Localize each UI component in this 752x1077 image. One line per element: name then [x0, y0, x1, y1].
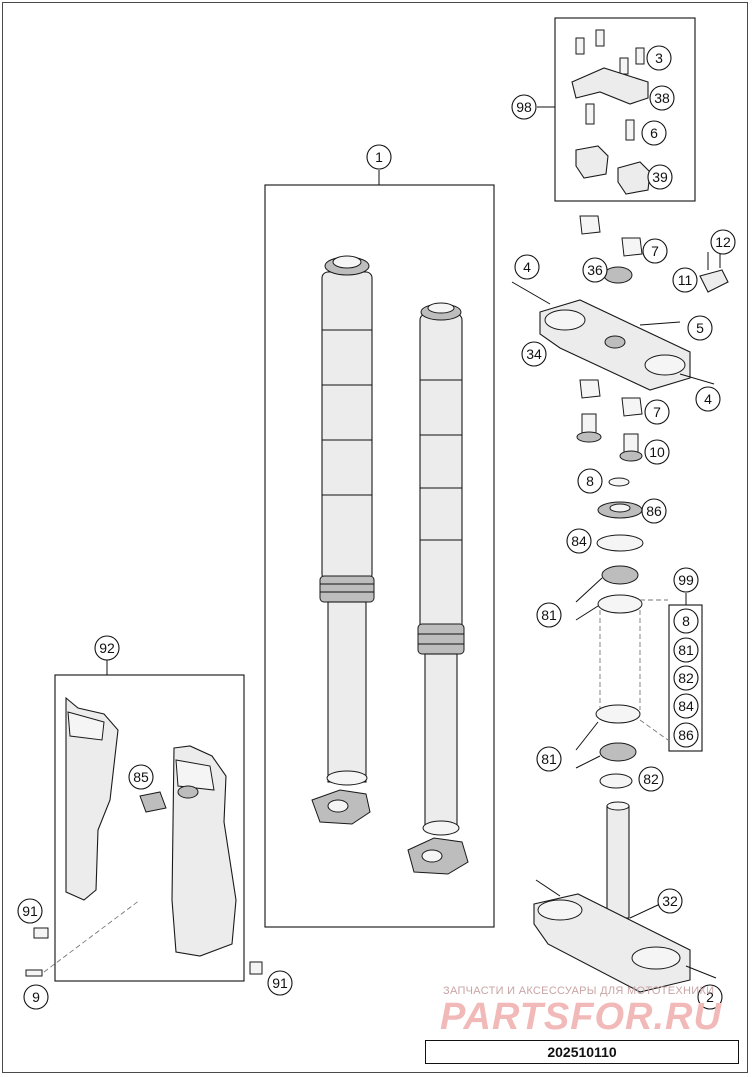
callout-9: 9 [23, 984, 49, 1010]
callout-91b: 91 [267, 970, 293, 996]
callout-86a: 86 [641, 498, 667, 524]
callout-2: 2 [697, 984, 723, 1010]
handlebar-clamp-parts[interactable] [571, 29, 651, 195]
svg-text:4: 4 [523, 259, 531, 275]
svg-text:4: 4 [704, 391, 712, 407]
callout-91a: 91 [17, 898, 43, 924]
svg-text:82: 82 [643, 771, 659, 787]
callout-84b: 84 [673, 693, 699, 719]
guard-clip[interactable] [139, 791, 167, 813]
svg-text:84: 84 [571, 533, 587, 549]
svg-text:34: 34 [526, 346, 542, 362]
svg-text:2: 2 [706, 989, 714, 1005]
svg-text:6: 6 [650, 125, 658, 141]
callout-82b: 82 [673, 665, 699, 691]
svg-text:91: 91 [272, 975, 288, 991]
callout-81b: 81 [536, 746, 562, 772]
callout-92: 92 [94, 635, 120, 661]
svg-text:10: 10 [649, 444, 665, 460]
callout-39: 39 [647, 164, 673, 190]
callout-8b: 8 [673, 608, 699, 634]
svg-text:7: 7 [653, 404, 661, 420]
lower-triple-clamp[interactable] [533, 801, 717, 993]
svg-text:7: 7 [651, 243, 659, 259]
svg-text:8: 8 [586, 473, 594, 489]
callout-5: 5 [687, 315, 713, 341]
svg-text:85: 85 [133, 769, 149, 785]
drawing-number: 202510110 [425, 1040, 739, 1064]
callout-81a: 81 [536, 602, 562, 628]
svg-text:81: 81 [678, 642, 694, 658]
clamp-kit-box [554, 17, 696, 202]
guard-screws[interactable] [25, 927, 263, 977]
callout-38: 38 [649, 85, 675, 111]
callout-8a: 8 [577, 468, 603, 494]
svg-text:5: 5 [696, 320, 704, 336]
callout-4a: 4 [514, 254, 540, 280]
right-fork-guard[interactable] [171, 745, 237, 957]
callout-84a: 84 [566, 528, 592, 554]
watermark-tagline: ЗАПЧАСТИ И АКСЕССУАРЫ ДЛЯ МОТОТЕХНИКИ [443, 985, 715, 997]
callout-81c: 81 [673, 637, 699, 663]
callout-32: 32 [657, 888, 683, 914]
svg-text:86: 86 [678, 727, 694, 743]
callout-10: 10 [644, 439, 670, 465]
steering-bushings[interactable] [576, 379, 643, 462]
steering-bearing-stack[interactable] [575, 477, 669, 789]
callout-34: 34 [521, 341, 547, 367]
svg-text:9: 9 [32, 989, 40, 1005]
svg-text:8: 8 [682, 613, 690, 629]
svg-text:12: 12 [715, 234, 731, 250]
callout-3: 3 [646, 45, 672, 71]
svg-text:98: 98 [516, 99, 532, 115]
svg-text:99: 99 [678, 572, 694, 588]
callout-99: 99 [673, 567, 699, 593]
svg-text:36: 36 [587, 262, 603, 278]
svg-text:38: 38 [654, 90, 670, 106]
callout-7a: 7 [642, 238, 668, 264]
callout-98: 98 [511, 94, 537, 120]
callout-12: 12 [710, 229, 736, 255]
svg-text:11: 11 [678, 272, 693, 288]
svg-text:32: 32 [662, 893, 678, 909]
left-fork-leg[interactable] [311, 255, 375, 825]
left-fork-guard[interactable] [65, 696, 119, 901]
svg-text:39: 39 [652, 169, 668, 185]
svg-text:1: 1 [375, 149, 383, 165]
callout-36: 36 [582, 257, 608, 283]
callout-1: 1 [366, 144, 392, 170]
svg-text:81: 81 [541, 607, 557, 623]
svg-text:81: 81 [541, 751, 557, 767]
svg-text:84: 84 [678, 698, 694, 714]
callout-85: 85 [128, 764, 154, 790]
svg-text:82: 82 [678, 670, 694, 686]
callout-7b: 7 [644, 399, 670, 425]
callout-11: 11 [672, 267, 698, 293]
callout-4b: 4 [695, 386, 721, 412]
right-fork-leg[interactable] [407, 302, 469, 875]
callout-6: 6 [641, 120, 667, 146]
watermark-logo: PARTSFOR.RU [440, 996, 722, 1038]
svg-text:3: 3 [655, 50, 663, 66]
fork-guard-box [54, 674, 245, 982]
svg-text:86: 86 [646, 503, 662, 519]
callout-82a: 82 [638, 766, 664, 792]
svg-text:92: 92 [99, 640, 115, 656]
upper-triple-clamp-parts[interactable] [511, 215, 729, 391]
svg-text:91: 91 [22, 903, 38, 919]
callout-86b: 86 [673, 722, 699, 748]
